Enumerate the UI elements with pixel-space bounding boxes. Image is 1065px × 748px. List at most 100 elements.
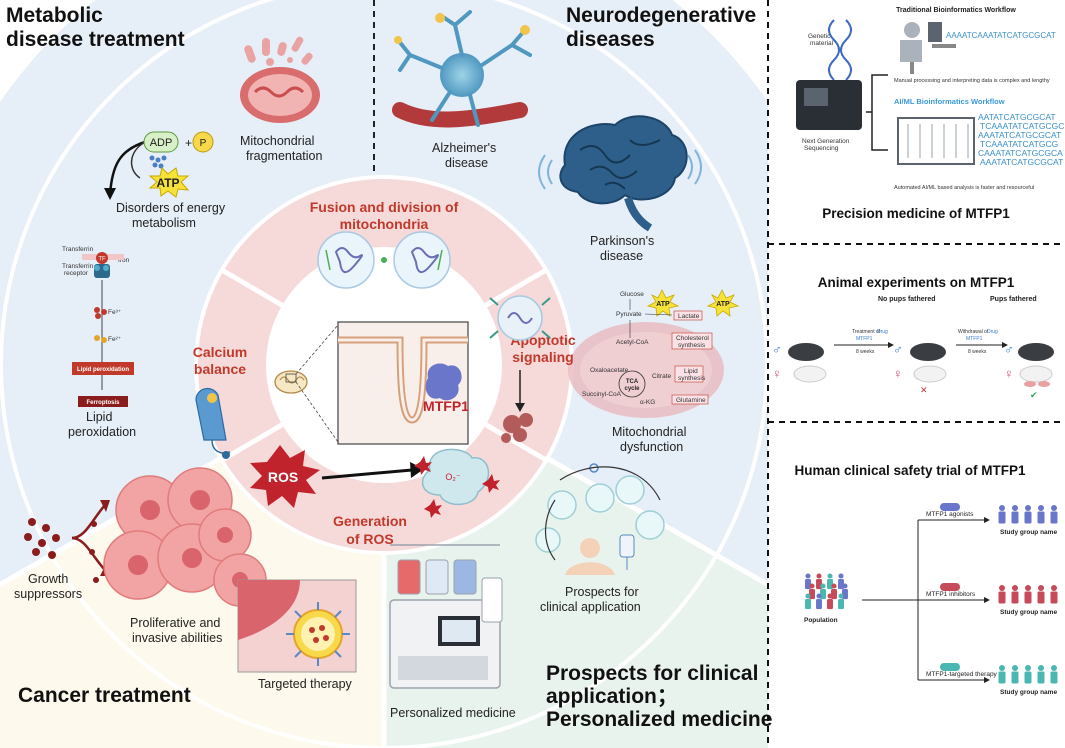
traditional-label: Traditional Bioinformatics Workflow [896, 7, 1016, 14]
weeks-label-1: 8 weeks [856, 349, 875, 355]
person-head-icon [827, 593, 833, 599]
weeks-label-2: 8 weeks [968, 349, 987, 355]
person-head-icon [838, 593, 844, 599]
pups-label: Pups fathered [990, 296, 1037, 303]
cross-mark: ✕ [920, 385, 928, 395]
genetic-label-1: Genetic [808, 33, 831, 40]
atp-label: ATP [156, 176, 179, 190]
tf-label: TF [98, 257, 106, 263]
prospects-illustration [535, 463, 665, 575]
iron-label: Iron [118, 257, 130, 264]
calcium-title-2: balance [194, 361, 246, 377]
growth-label-2: suppressors [14, 587, 82, 601]
person-body-icon [816, 598, 822, 610]
person-head-icon [999, 665, 1005, 671]
targeted-label: Targeted therapy [258, 677, 353, 691]
person-head-icon [1025, 505, 1031, 511]
aiml-label: AI/ML Bioinformatics Workflow [894, 97, 1005, 106]
transferrin-label: Transferrin [62, 246, 94, 253]
personalized-label: Personalized medicine [390, 706, 516, 720]
tca-label-2: cycle [624, 386, 640, 392]
person-body-icon [827, 598, 833, 610]
check-mark: ✔ [1030, 390, 1038, 400]
seq-traditional: AAAATCAAATATCATGCGCAT [946, 31, 1056, 40]
prospects-label-1: Prospects for [565, 585, 639, 599]
precision-panel: Traditional Bioinformatics Workflow Gene… [796, 7, 1064, 221]
seq-line: CAAATATCATGCGCA [978, 148, 1063, 158]
targeted-therapy-illustration [237, 579, 357, 673]
alzheimers-illustration [392, 10, 532, 128]
neuro-title-1: Neurodegenerative [566, 4, 756, 27]
prolif-label-2: invasive abilities [132, 631, 222, 645]
person-body-icon [1037, 591, 1045, 604]
seq-line: AAATATCATGCGCAT [980, 157, 1063, 167]
person-body-icon [1037, 671, 1045, 684]
prospects-label-2: clinical application [540, 600, 641, 614]
ros-burst [250, 445, 320, 508]
person-body-icon [827, 578, 833, 590]
person-head-icon [805, 593, 811, 599]
ngs-label-2: Sequencing [804, 145, 839, 152]
person-head-icon [1012, 585, 1018, 591]
pyruvate-label: Pyruvate [616, 311, 642, 318]
calcium-channel-illustration [195, 387, 231, 459]
fe3-label: Fe³⁺ [108, 309, 122, 316]
person-body-icon [1024, 671, 1032, 684]
fission-illustration [317, 231, 451, 289]
person-body-icon [838, 598, 844, 610]
person-head-icon [1051, 665, 1057, 671]
lactate-label: Lactate [678, 313, 700, 320]
growth-suppressors-illustration [24, 500, 110, 583]
human-title: Human clinical safety trial of MTFP1 [794, 463, 1026, 478]
no-pups-label: No pups fathered [878, 296, 936, 303]
person-body-icon [1011, 591, 1019, 604]
person-head-icon [809, 583, 815, 589]
mito-dys-label-1: Mitochondrial [612, 425, 686, 439]
metabolic-title-1: Metabolic [6, 4, 103, 27]
cholesterol-label-1: Cholesterol [676, 335, 709, 342]
fusion-title-1: Fusion and division of [310, 199, 459, 215]
study-group-3-icons [998, 665, 1058, 684]
park-label-1: Parkinson's [590, 234, 654, 248]
withdrawal-drug: Drug [987, 329, 998, 335]
glutamine-label: Glutamine [676, 397, 706, 404]
male-symbol-3: ♂ [1004, 342, 1014, 357]
person-head-icon [1025, 585, 1031, 591]
calcium-title-1: Calcium [193, 344, 247, 360]
mito-frag-label-2: fragmentation [246, 149, 322, 163]
person-body-icon [842, 588, 848, 600]
personalized-machine-illustration [389, 544, 503, 689]
manual-label: Manual processing and interpreting data … [894, 78, 1050, 84]
ros-gen-title-1: Generation [333, 513, 407, 529]
automated-label: Automated AI/ML based analysis is faster… [894, 185, 1034, 191]
female-symbol-2: ♀ [893, 366, 903, 381]
person-body-icon [998, 511, 1006, 524]
seq-line: TCAAATATCATGCGC [980, 121, 1064, 131]
person-head-icon [827, 573, 833, 579]
inhibitors-label: MTFP1 inhibitors [926, 591, 976, 598]
treatment-label-1: Treatment of [852, 329, 881, 335]
population-label: Population [804, 617, 838, 624]
person-body-icon [1037, 511, 1045, 524]
mitochondrion-icon [274, 370, 308, 394]
person-body-icon [809, 588, 815, 600]
agonists-label: MTFP1 agonists [926, 511, 974, 518]
withdrawal-label-2: MTFP1 [966, 336, 983, 342]
lipid-box-label: Lipid peroxidation [77, 367, 129, 373]
person-head-icon [831, 583, 837, 589]
mito-frag-label-1: Mitochondrial [240, 134, 314, 148]
person-body-icon [820, 588, 826, 600]
metabolic-title-2: disease treatment [6, 28, 185, 51]
ferroptosis-illustration: Transferrin Iron Transferrin receptor TF… [62, 246, 134, 407]
energy-label-1: Disorders of energy [116, 201, 226, 215]
cholesterol-label-2: synthesis [678, 342, 706, 349]
person-body-icon [838, 578, 844, 590]
person-head-icon [1038, 505, 1044, 511]
person-head-icon [1038, 665, 1044, 671]
ros-arrow [321, 462, 424, 480]
female-symbol-1: ♀ [772, 366, 782, 381]
treatment-label-2: MTFP1 [856, 336, 873, 342]
person-head-icon [816, 593, 822, 599]
neuro-title-2: diseases [566, 28, 655, 51]
